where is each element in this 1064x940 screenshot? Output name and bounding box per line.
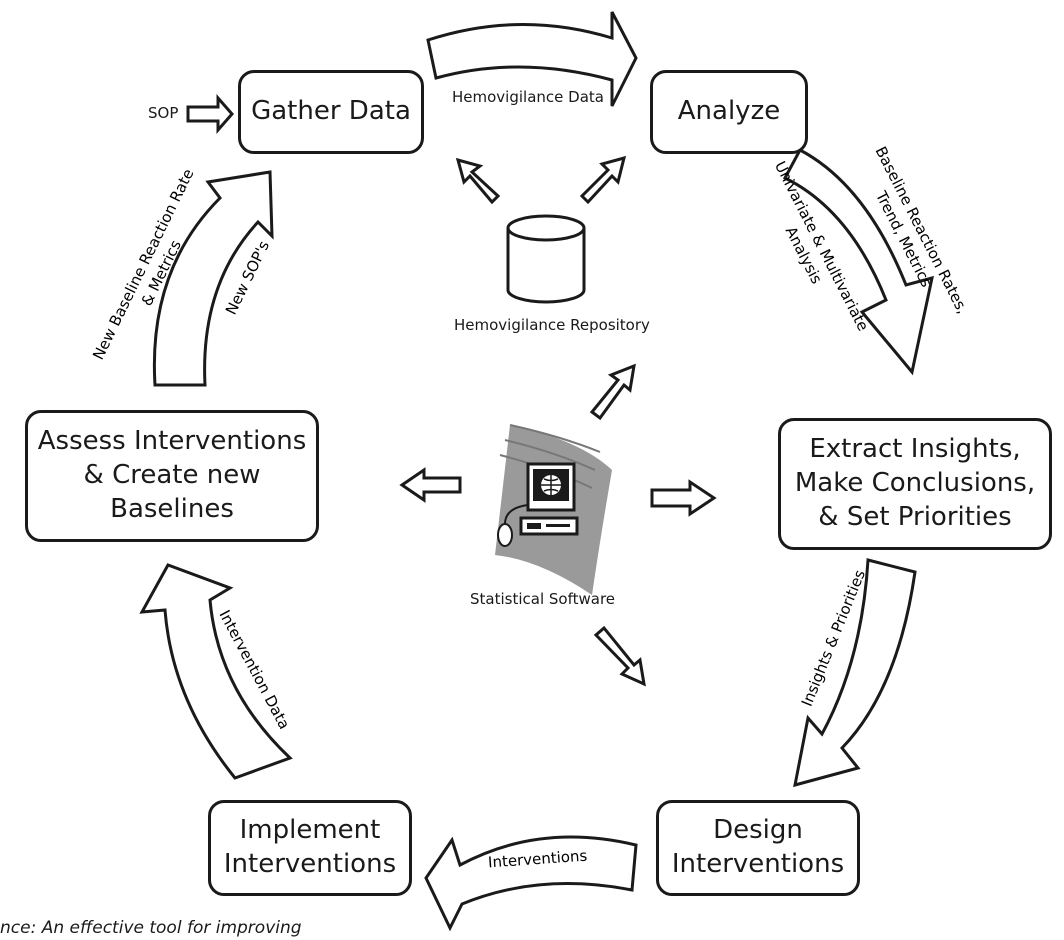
label-hemovigilance-repository: Hemovigilance Repository: [454, 316, 650, 334]
label-sop: SOP: [148, 104, 179, 122]
arrow-sop-in: [186, 94, 234, 134]
arrow-extract-to-design: [793, 558, 917, 788]
node-analyze: Analyze: [650, 70, 808, 154]
arrow-implement-to-assess: [139, 563, 293, 780]
node-gather-data: Gather Data: [238, 70, 424, 154]
arrow-software-to-design: [593, 625, 646, 687]
node-implement-interventions: Implement Interventions: [208, 800, 412, 896]
arrow-software-to-extract: [650, 479, 717, 517]
node-gather-data-label: Gather Data: [251, 96, 411, 127]
node-implement-interventions-label: Implement Interventions: [223, 815, 397, 879]
node-assess-interventions: Assess Interventions & Create new Baseli…: [25, 410, 319, 542]
node-extract-insights-label: Extract Insights, Make Conclusions, & Se…: [794, 434, 1036, 532]
database-cylinder-icon: [506, 214, 586, 304]
node-design-interventions: Design Interventions: [656, 800, 860, 896]
arrow-gather-to-analyze: [426, 11, 638, 107]
arrow-software-to-assess: [399, 467, 462, 503]
arrow-analyze-to-extract: [782, 147, 934, 376]
label-hemovigilance-data: Hemovigilance Data: [452, 88, 604, 106]
arrow-software-to-repo: [589, 363, 636, 421]
label-statistical-software: Statistical Software: [470, 590, 616, 608]
arrow-repo-to-analyze: [579, 155, 627, 205]
figure-caption-fragment: nce: An effective tool for improving: [0, 918, 302, 938]
arrow-assess-to-gather: [152, 170, 274, 387]
node-extract-insights: Extract Insights, Make Conclusions, & Se…: [778, 418, 1052, 550]
node-design-interventions-label: Design Interventions: [671, 815, 845, 879]
computer-workstation-icon: [495, 424, 612, 595]
arrow-design-to-implement: [424, 835, 638, 932]
node-analyze-label: Analyze: [677, 96, 781, 127]
node-assess-interventions-label: Assess Interventions & Create new Baseli…: [37, 426, 307, 524]
arrow-repo-to-gather: [455, 157, 501, 205]
